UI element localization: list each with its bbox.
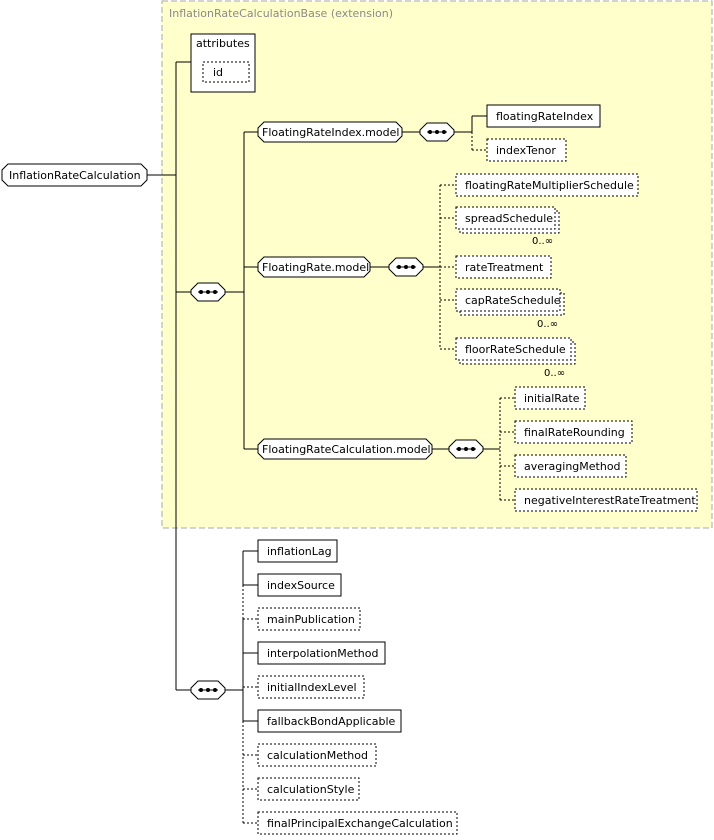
sequence-compositor-1[interactable]	[190, 282, 226, 302]
group-floating-rate-index-model[interactable]: FloatingRateIndex.model	[257, 121, 403, 143]
element-index-tenor[interactable]: indexTenor	[486, 138, 567, 162]
element-initial-rate-label: initialRate	[524, 392, 580, 405]
element-inflation-lag[interactable]: inflationLag	[257, 539, 338, 563]
element-rate-treatment[interactable]: rateTreatment	[455, 255, 552, 279]
cardinality-cap-rate-schedule: 0..∞	[537, 319, 558, 330]
element-floor-rate-schedule-label: floorRateSchedule	[465, 343, 566, 356]
element-main-publication-label: mainPublication	[267, 613, 355, 626]
group-floating-rate-calculation-model-label: FloatingRateCalculation.model	[262, 443, 431, 456]
element-calculation-style[interactable]: calculationStyle	[257, 777, 360, 801]
group-floating-rate-calculation-model[interactable]: FloatingRateCalculation.model	[257, 438, 433, 460]
element-floating-rate-multiplier-schedule-label: floatingRateMultiplierSchedule	[465, 179, 634, 192]
element-negative-interest-rate-treatment-label: negativeInterestRateTreatment	[524, 494, 696, 507]
element-final-rate-rounding[interactable]: finalRateRounding	[514, 420, 633, 444]
element-inflation-lag-label: inflationLag	[267, 545, 332, 558]
element-initial-index-level[interactable]: initialIndexLevel	[257, 675, 365, 699]
element-spread-schedule-label: spreadSchedule	[465, 212, 553, 225]
element-interpolation-method-label: interpolationMethod	[267, 647, 378, 660]
element-main-publication[interactable]: mainPublication	[257, 607, 361, 631]
element-fallback-bond-applicable-label: fallbackBondApplicable	[267, 715, 396, 728]
element-interpolation-method[interactable]: interpolationMethod	[257, 641, 386, 665]
group-floating-rate-index-model-label: FloatingRateIndex.model	[262, 126, 399, 139]
element-floating-rate-index[interactable]: floatingRateIndex	[486, 104, 601, 128]
cardinality-floor-rate-schedule: 0..∞	[544, 368, 565, 379]
element-final-principal-exchange-calculation-label: finalPrincipalExchangeCalculation	[267, 817, 453, 830]
element-cap-rate-schedule[interactable]: capRateSchedule	[455, 288, 565, 316]
root-element-label: InflationRateCalculation	[9, 169, 141, 182]
sequence-compositor-floating-rate-index[interactable]	[419, 122, 455, 142]
attributes-title: attributes	[196, 37, 250, 50]
element-averaging-method[interactable]: averagingMethod	[514, 454, 627, 478]
element-index-tenor-label: indexTenor	[496, 144, 556, 157]
group-floating-rate-model-label: FloatingRate.model	[262, 261, 369, 274]
group-floating-rate-model[interactable]: FloatingRate.model	[257, 256, 371, 278]
element-fallback-bond-applicable[interactable]: fallbackBondApplicable	[257, 709, 402, 733]
attributes-box[interactable]: attributes id	[190, 33, 258, 93]
sequence-compositor-2[interactable]	[190, 680, 226, 700]
element-index-source[interactable]: indexSource	[257, 573, 342, 597]
cardinality-spread-schedule: 0..∞	[532, 236, 553, 247]
root-element[interactable]: InflationRateCalculation	[1, 163, 148, 187]
element-averaging-method-label: averagingMethod	[524, 460, 621, 473]
element-floating-rate-index-label: floatingRateIndex	[496, 110, 594, 123]
element-floating-rate-multiplier-schedule[interactable]: floatingRateMultiplierSchedule	[455, 173, 639, 197]
element-initial-index-level-label: initialIndexLevel	[267, 681, 357, 694]
element-calculation-method[interactable]: calculationMethod	[257, 743, 377, 767]
element-rate-treatment-label: rateTreatment	[465, 261, 544, 274]
element-spread-schedule[interactable]: spreadSchedule	[455, 206, 560, 234]
element-index-source-label: indexSource	[267, 579, 335, 592]
sequence-compositor-floating-rate[interactable]	[388, 257, 424, 277]
sequence-compositor-floating-rate-calculation[interactable]	[448, 439, 484, 459]
element-final-principal-exchange-calculation[interactable]: finalPrincipalExchangeCalculation	[257, 811, 458, 835]
element-final-rate-rounding-label: finalRateRounding	[524, 426, 625, 439]
element-calculation-method-label: calculationMethod	[267, 749, 368, 762]
element-floor-rate-schedule[interactable]: floorRateSchedule	[455, 337, 576, 365]
element-calculation-style-label: calculationStyle	[267, 783, 355, 796]
element-cap-rate-schedule-label: capRateSchedule	[465, 294, 561, 307]
element-negative-interest-rate-treatment[interactable]: negativeInterestRateTreatment	[514, 488, 698, 512]
extension-label: InflationRateCalculationBase (extension)	[169, 7, 393, 20]
connectors	[147, 61, 515, 824]
element-initial-rate[interactable]: initialRate	[514, 386, 586, 410]
attribute-id: id	[213, 66, 223, 79]
